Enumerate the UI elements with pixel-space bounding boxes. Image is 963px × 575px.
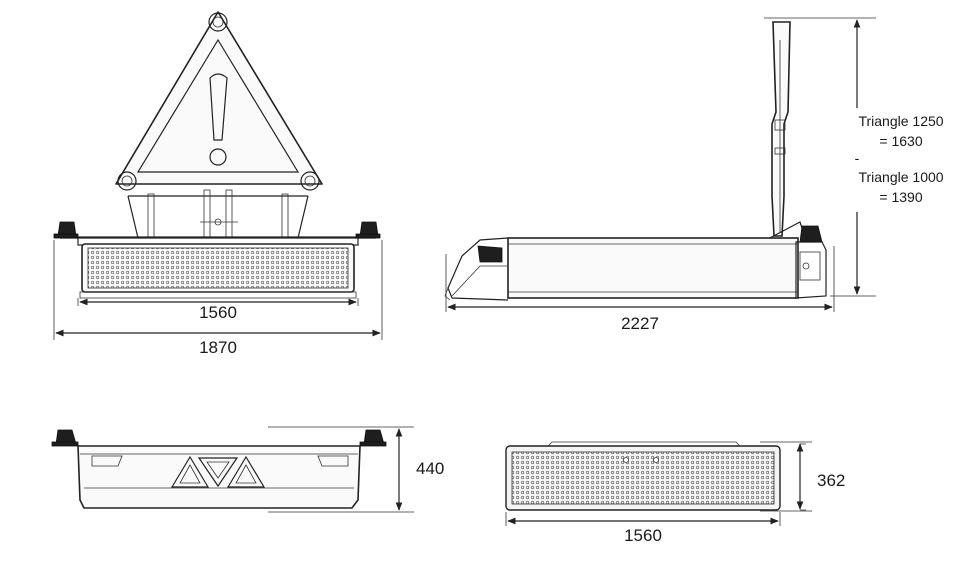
panel-width-label: 1560 [624, 526, 662, 545]
side-length-label: 2227 [621, 314, 659, 333]
height-note-line-1: Triangle 1250 [858, 113, 943, 129]
front-inner-width-label: 1560 [199, 303, 237, 322]
beacon-lamp-rear-left [51, 429, 79, 447]
tail-light-left [91, 455, 123, 467]
exclamation-icon [209, 73, 228, 141]
beacon-lamp-side [799, 225, 823, 243]
trailer-body [444, 237, 827, 301]
mast [765, 21, 807, 241]
front-view: 1560 1870 [53, 11, 383, 357]
reflector-triangles [170, 455, 266, 488]
rear-view: 440 [51, 426, 444, 513]
front-outer-width-label: 1870 [199, 338, 237, 357]
warning-triangle [115, 11, 323, 191]
beacon-lamp-left [53, 221, 79, 239]
beacon-lamp-right [355, 221, 381, 239]
side-view: 2227 Triangle 1250 = 1630 - Triangle 100… [444, 17, 958, 333]
height-note-line-2: = 1630 [879, 133, 922, 149]
panel-view: 1560 362 [505, 441, 845, 545]
panel-height-label: 362 [817, 471, 845, 490]
height-note-separator: - [855, 150, 860, 166]
rear-height-label: 440 [416, 459, 444, 478]
beacon-lamp-rear-right [359, 429, 387, 447]
height-note-line-3: Triangle 1000 [858, 169, 943, 185]
height-note-line-4: = 1390 [879, 189, 922, 205]
support-frame [127, 189, 309, 239]
base-frame [60, 236, 376, 299]
tail-light-right [317, 455, 349, 467]
